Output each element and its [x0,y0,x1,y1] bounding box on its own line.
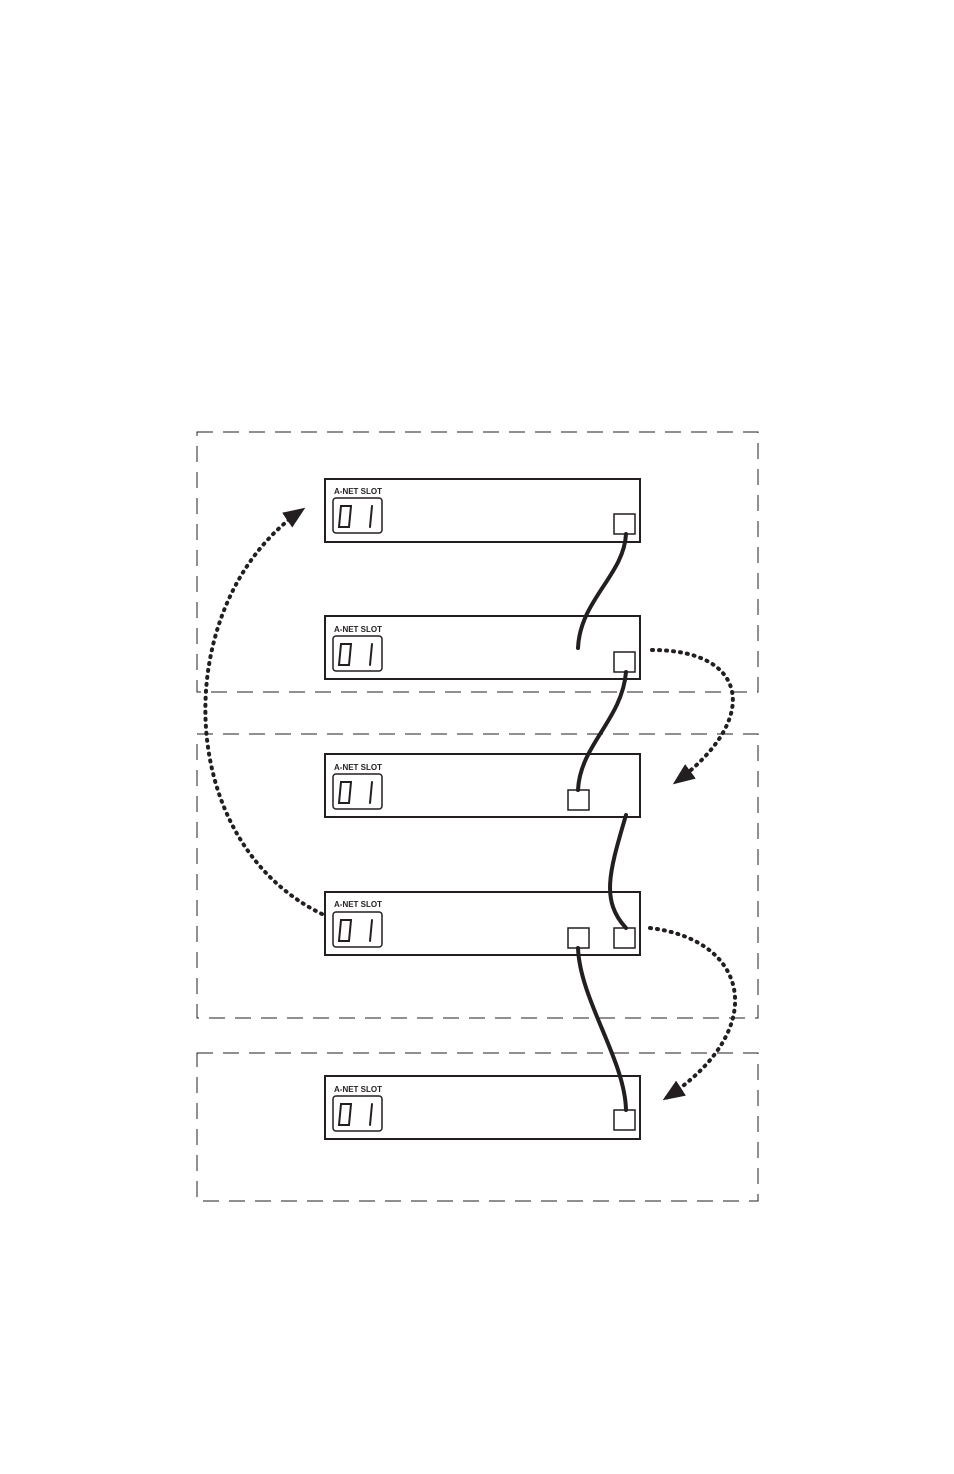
port-right[interactable] [614,514,635,534]
slot-label: A-NET SLOT [334,1085,382,1094]
anet-unit-5: A-NET SLOT [325,1076,640,1139]
port-left[interactable] [568,790,589,810]
port-right[interactable] [614,928,635,948]
port-left[interactable] [568,928,589,948]
slot-label: A-NET SLOT [334,763,382,772]
flow-arrow-return-to-top [205,510,322,914]
slot-label: A-NET SLOT [334,487,382,496]
anet-unit-3: A-NET SLOT [325,754,640,817]
flow-arrow-to-bottom [650,928,735,1098]
port-right[interactable] [614,652,635,672]
slot-label: A-NET SLOT [334,625,382,634]
flow-arrow-to-middle [652,650,733,782]
slot-label: A-NET SLOT [334,900,382,909]
anet-unit-2: A-NET SLOT [325,616,640,679]
anet-unit-1: A-NET SLOT [325,479,640,542]
anet-unit-4: A-NET SLOT [325,892,640,955]
port-right[interactable] [614,1110,635,1130]
